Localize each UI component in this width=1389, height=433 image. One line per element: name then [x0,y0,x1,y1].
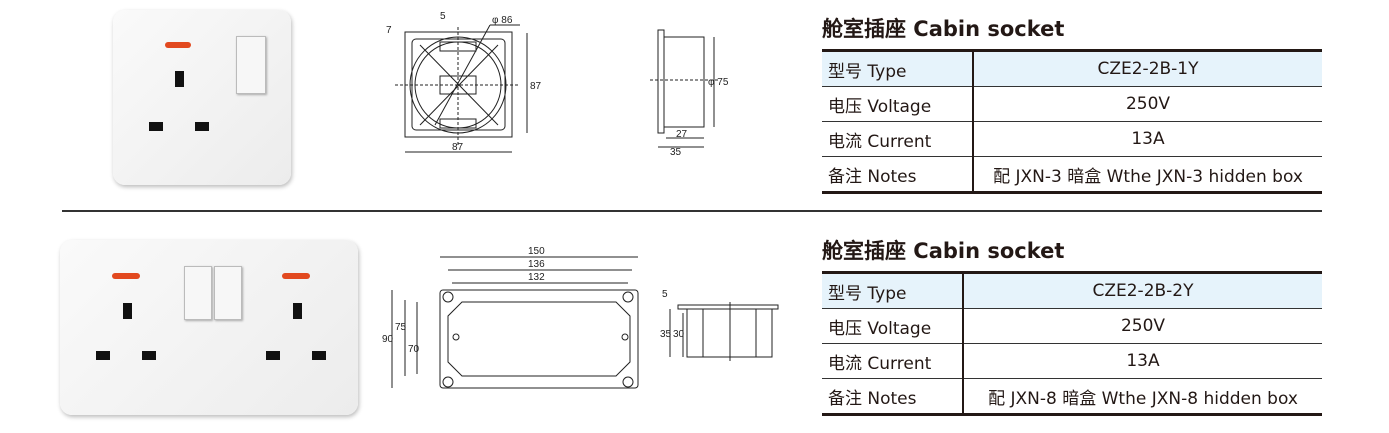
dim-87-width: 87 [452,142,464,153]
spec-value: 250V [972,86,1322,122]
dim-70: 70 [408,344,420,355]
spec-value: 配 JXN-8 暗盒 Wthe JXN-8 hidden box [962,378,1322,415]
single-socket-photo [113,10,291,185]
indicator-led [165,42,191,48]
spec-label: 电流 Current [822,121,973,157]
dim-7: 7 [386,25,392,36]
dim-5: 5 [662,289,668,300]
spec-label: 备注 Notes [822,156,973,193]
switch [236,36,266,94]
product-title: 舱室插座 Cabin socket [822,17,1065,41]
dim-phi75: φ 75 [708,77,729,88]
spec-value: 250V [962,308,1322,344]
pin-slot [96,351,110,360]
dim-27: 27 [676,129,688,140]
dim-75: 75 [395,322,407,333]
earth-pin-slot [123,303,132,319]
spec-label: 型号 Type [822,272,963,309]
dim-90: 90 [382,334,394,345]
switch [214,266,242,320]
spec-label: 电压 Voltage [822,86,973,122]
section-divider [62,210,1322,212]
spec-value: 13A [962,343,1322,379]
switch [184,266,212,320]
dim-5: 5 [440,11,446,22]
pin-slot [266,351,280,360]
dim-35: 35 [670,147,682,158]
single-socket-front-drawing: 7 5 φ 86 87 87 [386,11,542,153]
double-socket-side-drawing: 5 35 30 [660,289,779,361]
spec-label: 备注 Notes [822,378,963,415]
pin-slot [195,122,209,131]
single-socket-side-drawing: φ 75 27 35 [650,29,729,158]
spec-label: 电压 Voltage [822,308,963,344]
pin-slot [312,351,326,360]
spec-label: 型号 Type [822,50,973,87]
dim-132: 132 [528,272,545,283]
indicator-led [112,273,140,279]
dim-136: 136 [528,259,545,270]
dim-35: 35 [660,329,672,340]
dim-150: 150 [528,246,545,257]
pin-slot [142,351,156,360]
product-title: 舱室插座 Cabin socket [822,239,1065,263]
pin-slot [149,122,163,131]
double-socket-front-drawing: 150 136 132 90 75 70 [382,246,639,389]
earth-pin-slot [293,303,302,319]
earth-pin-slot [175,71,184,87]
dim-phi86: φ 86 [492,15,513,26]
double-socket-photo [60,240,358,415]
dim-30: 30 [673,329,685,340]
spec-value: CZE2-2B-2Y [962,272,1322,309]
spec-value: CZE2-2B-1Y [972,50,1322,87]
dim-87-height: 87 [530,81,542,92]
spec-value: 配 JXN-3 暗盒 Wthe JXN-3 hidden box [972,156,1322,193]
indicator-led [282,273,310,279]
spec-label: 电流 Current [822,343,963,379]
spec-value: 13A [972,121,1322,157]
